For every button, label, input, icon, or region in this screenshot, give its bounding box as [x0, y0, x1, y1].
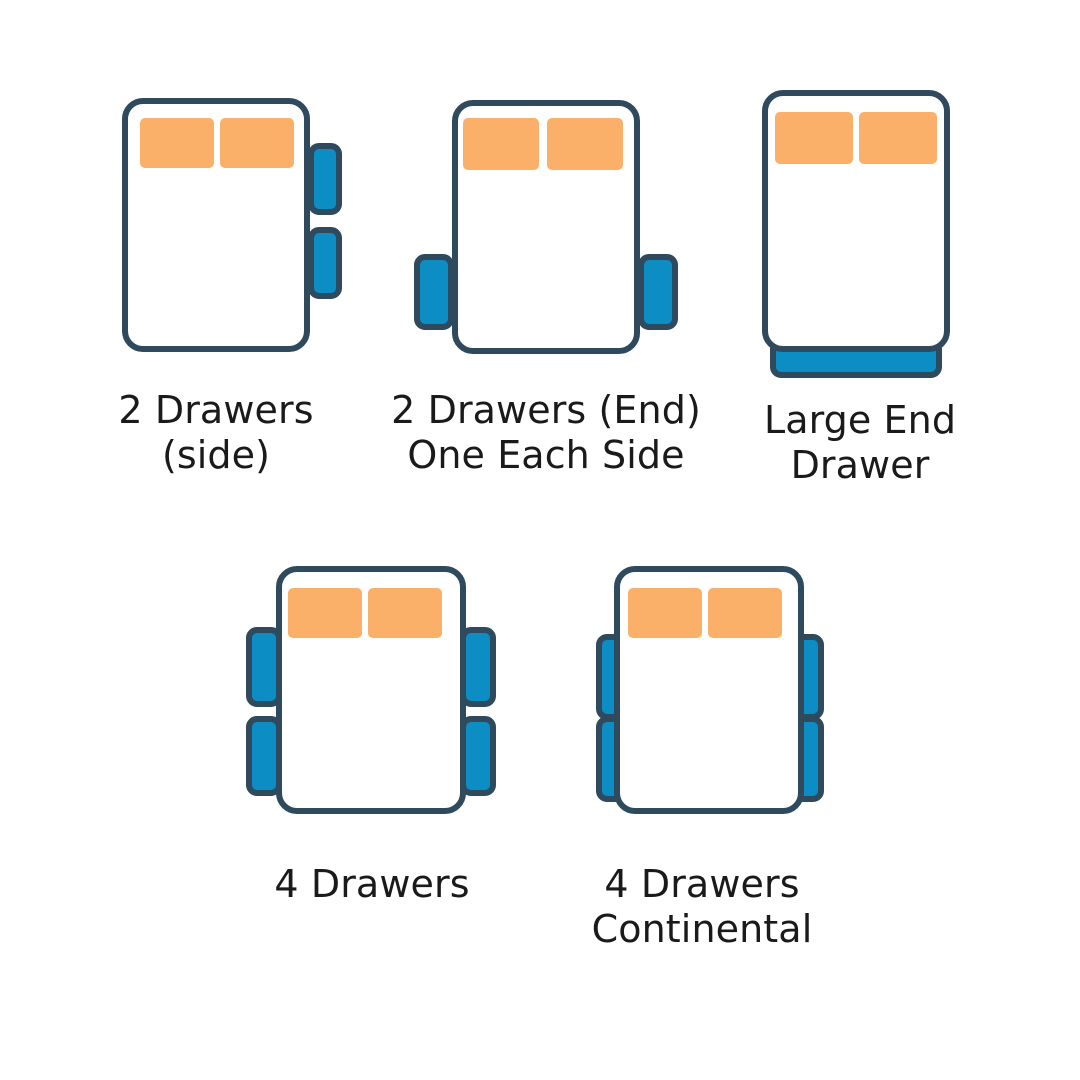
bed-illustration-four-drawers — [246, 566, 496, 814]
drawer-4[interactable] — [460, 716, 496, 796]
bed-option-label-large-end-drawer: Large End Drawer — [763, 398, 957, 487]
bed-option-two-drawers-end-one-each-side[interactable] — [408, 94, 684, 360]
pillow-2 — [859, 112, 937, 164]
pillow-group — [775, 112, 937, 164]
bed-illustration-two-drawers-side — [122, 98, 342, 352]
pillow-1 — [463, 118, 539, 170]
bed-illustration-large-end-drawer — [762, 90, 950, 378]
pillow-group — [628, 588, 782, 638]
pillow-1 — [628, 588, 702, 638]
drawer-group — [308, 143, 342, 299]
pillow-2 — [368, 588, 442, 638]
pillow-1 — [288, 588, 362, 638]
drawer-3[interactable] — [460, 627, 496, 707]
drawer-1[interactable] — [246, 627, 282, 707]
bed-option-label-two-drawers-end-one-each-side: 2 Drawers (End) One Each Side — [391, 388, 701, 477]
pillow-group — [288, 588, 442, 638]
bed-option-label-four-drawers: 4 Drawers — [274, 862, 470, 906]
bed-option-two-drawers-side[interactable] — [116, 92, 348, 358]
bed-option-label-four-drawers-continental: 4 Drawers Continental — [591, 862, 813, 951]
drawer-1[interactable] — [308, 143, 342, 215]
pillow-2 — [708, 588, 782, 638]
pillow-1 — [140, 118, 214, 168]
bed-illustration-four-drawers-continental — [596, 566, 824, 814]
bed-option-four-drawers[interactable] — [240, 560, 502, 820]
bed-option-four-drawers-continental[interactable] — [590, 560, 830, 820]
drawer-2[interactable] — [308, 227, 342, 299]
bed-option-large-end-drawer[interactable] — [756, 84, 956, 384]
drawer-2[interactable] — [638, 254, 678, 330]
drawer-group — [414, 254, 678, 330]
pillow-2 — [547, 118, 623, 170]
bed-option-label-two-drawers-side: 2 Drawers (side) — [118, 388, 314, 477]
pillow-1 — [775, 112, 853, 164]
pillow-group — [140, 118, 294, 168]
drawer-1[interactable] — [414, 254, 454, 330]
pillow-2 — [220, 118, 294, 168]
pillow-group — [463, 118, 623, 170]
bed-illustration-two-drawers-end-one-each-side — [414, 100, 678, 354]
drawer-2[interactable] — [246, 716, 282, 796]
